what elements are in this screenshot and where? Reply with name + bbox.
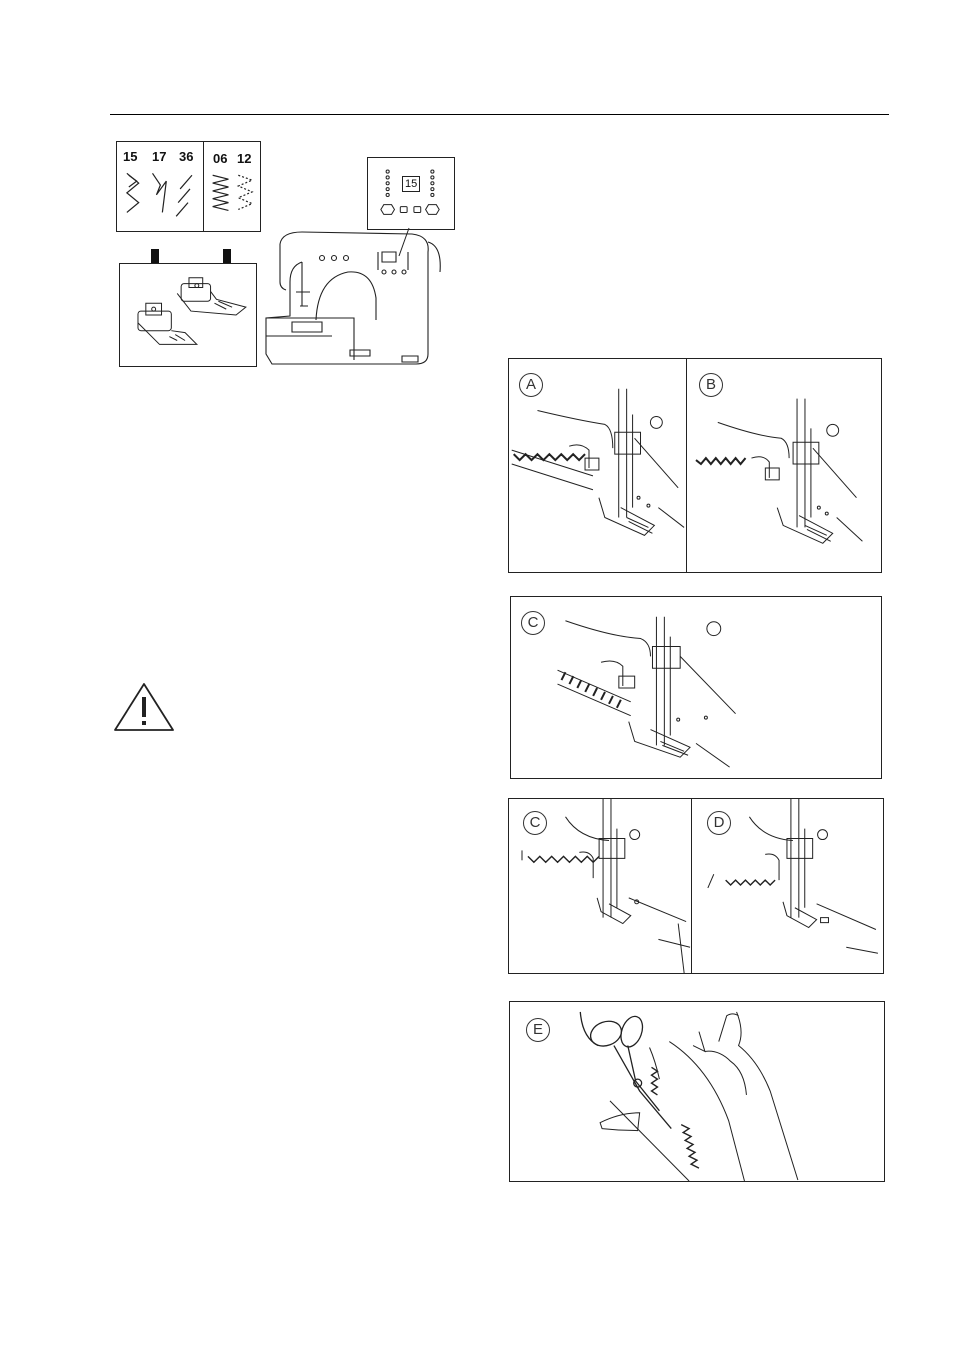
sewing-machine-illustration [262, 222, 460, 372]
stitch-chart: 15 17 36 06 12 [116, 141, 261, 232]
figure-e-illustration [510, 1002, 884, 1181]
presser-feet-box [119, 263, 257, 367]
figure-a-b-illustration [509, 359, 881, 572]
header-rule [110, 114, 889, 115]
figure-a-b: A B [508, 358, 882, 573]
presser-feet-illustration [120, 264, 256, 366]
figure-c-single: C [510, 596, 882, 779]
stitch-patterns [117, 142, 260, 231]
pointer-line [395, 228, 415, 258]
warning-triangle-icon [112, 681, 176, 733]
display-panel-controls [368, 158, 454, 229]
sewing-machine [262, 222, 460, 372]
display-panel: 15 [367, 157, 455, 230]
figure-e: E [509, 1001, 885, 1182]
figure-c-d: C D [508, 798, 884, 974]
figure-c-d-illustration [509, 799, 883, 973]
figure-c-illustration [511, 597, 881, 778]
